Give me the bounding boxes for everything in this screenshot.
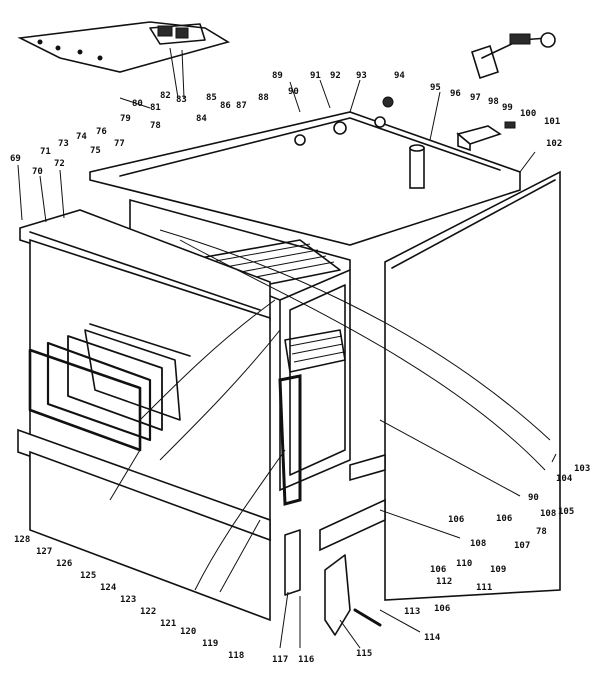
callout-109: 109 bbox=[490, 565, 507, 575]
callout-114: 114 bbox=[424, 633, 441, 643]
callout-107: 107 bbox=[514, 541, 531, 551]
callout-96: 96 bbox=[450, 89, 461, 99]
callout-104: 104 bbox=[556, 474, 573, 484]
callout-72: 72 bbox=[54, 159, 65, 169]
kick-plate bbox=[17, 428, 271, 622]
callout-84: 84 bbox=[196, 114, 207, 124]
callout-108-b: 108 bbox=[540, 509, 557, 519]
wiring bbox=[139, 229, 551, 591]
leader-lines bbox=[17, 47, 557, 649]
callout-118: 118 bbox=[228, 651, 245, 661]
callout-80: 80 bbox=[132, 99, 143, 109]
callout-73: 73 bbox=[58, 139, 69, 149]
callout-103: 103 bbox=[574, 464, 591, 474]
cover-plate-80 bbox=[17, 21, 230, 73]
callout-127: 127 bbox=[36, 547, 53, 557]
callout-88: 88 bbox=[258, 93, 269, 103]
callout-74: 74 bbox=[76, 132, 87, 142]
callout-116: 116 bbox=[298, 655, 315, 665]
callout-121: 121 bbox=[160, 619, 177, 629]
callout-120: 120 bbox=[180, 627, 197, 637]
broiler-drawer-slide bbox=[319, 453, 386, 552]
callout-89: 89 bbox=[272, 71, 283, 81]
callout-93: 93 bbox=[356, 71, 367, 81]
callout-86: 86 bbox=[220, 101, 231, 111]
callout-113: 113 bbox=[404, 607, 421, 617]
callout-76: 76 bbox=[96, 127, 107, 137]
bake-element bbox=[278, 374, 302, 506]
callout-69: 69 bbox=[10, 154, 21, 164]
callout-94: 94 bbox=[394, 71, 405, 81]
callout-75: 75 bbox=[90, 146, 101, 156]
callout-99: 99 bbox=[502, 103, 513, 113]
callout-79: 79 bbox=[120, 114, 131, 124]
callout-124: 124 bbox=[100, 583, 117, 593]
callout-78-b: 78 bbox=[536, 527, 547, 537]
callout-102: 102 bbox=[546, 139, 563, 149]
callout-110: 110 bbox=[456, 559, 473, 569]
callout-83: 83 bbox=[176, 95, 187, 105]
callout-77: 77 bbox=[114, 139, 125, 149]
callout-78: 78 bbox=[150, 121, 161, 131]
door-hinge-115 bbox=[324, 554, 382, 636]
callout-100: 100 bbox=[520, 109, 537, 119]
callout-87: 87 bbox=[236, 101, 247, 111]
callout-95: 95 bbox=[430, 83, 441, 93]
callout-111: 111 bbox=[476, 583, 493, 593]
callout-112: 112 bbox=[436, 577, 453, 587]
callout-123: 123 bbox=[120, 595, 137, 605]
callout-105: 105 bbox=[558, 507, 575, 517]
callout-126: 126 bbox=[56, 559, 73, 569]
callout-71: 71 bbox=[40, 147, 51, 157]
callout-106-c: 106 bbox=[430, 565, 447, 575]
igniter-assembly-96-97 bbox=[471, 32, 556, 80]
terminal-block-98 bbox=[456, 121, 516, 152]
callout-106-d: 106 bbox=[448, 515, 465, 525]
cabinet-side-panel bbox=[384, 170, 561, 601]
callout-90: 90 bbox=[288, 87, 299, 97]
cabinet-top bbox=[89, 96, 521, 246]
callout-106-b: 106 bbox=[434, 604, 451, 614]
callout-98: 98 bbox=[488, 97, 499, 107]
callout-97: 97 bbox=[470, 93, 481, 103]
callout-117: 117 bbox=[272, 655, 289, 665]
callout-106-a: 106 bbox=[496, 514, 513, 524]
callout-119: 119 bbox=[202, 639, 219, 649]
callout-90-b: 90 bbox=[528, 493, 539, 503]
callout-70: 70 bbox=[32, 167, 43, 177]
callout-101: 101 bbox=[544, 117, 561, 127]
callout-128: 128 bbox=[14, 535, 31, 545]
hinge-bracket-117 bbox=[284, 529, 301, 596]
callout-91: 91 bbox=[310, 71, 321, 81]
callout-115: 115 bbox=[356, 649, 373, 659]
callout-81: 81 bbox=[150, 103, 161, 113]
callout-82: 82 bbox=[160, 91, 171, 101]
callout-125: 125 bbox=[80, 571, 97, 581]
control-panel-frame bbox=[19, 209, 271, 322]
callout-92: 92 bbox=[330, 71, 341, 81]
callout-108: 108 bbox=[470, 539, 487, 549]
callout-85: 85 bbox=[206, 93, 217, 103]
callout-122: 122 bbox=[140, 607, 157, 617]
